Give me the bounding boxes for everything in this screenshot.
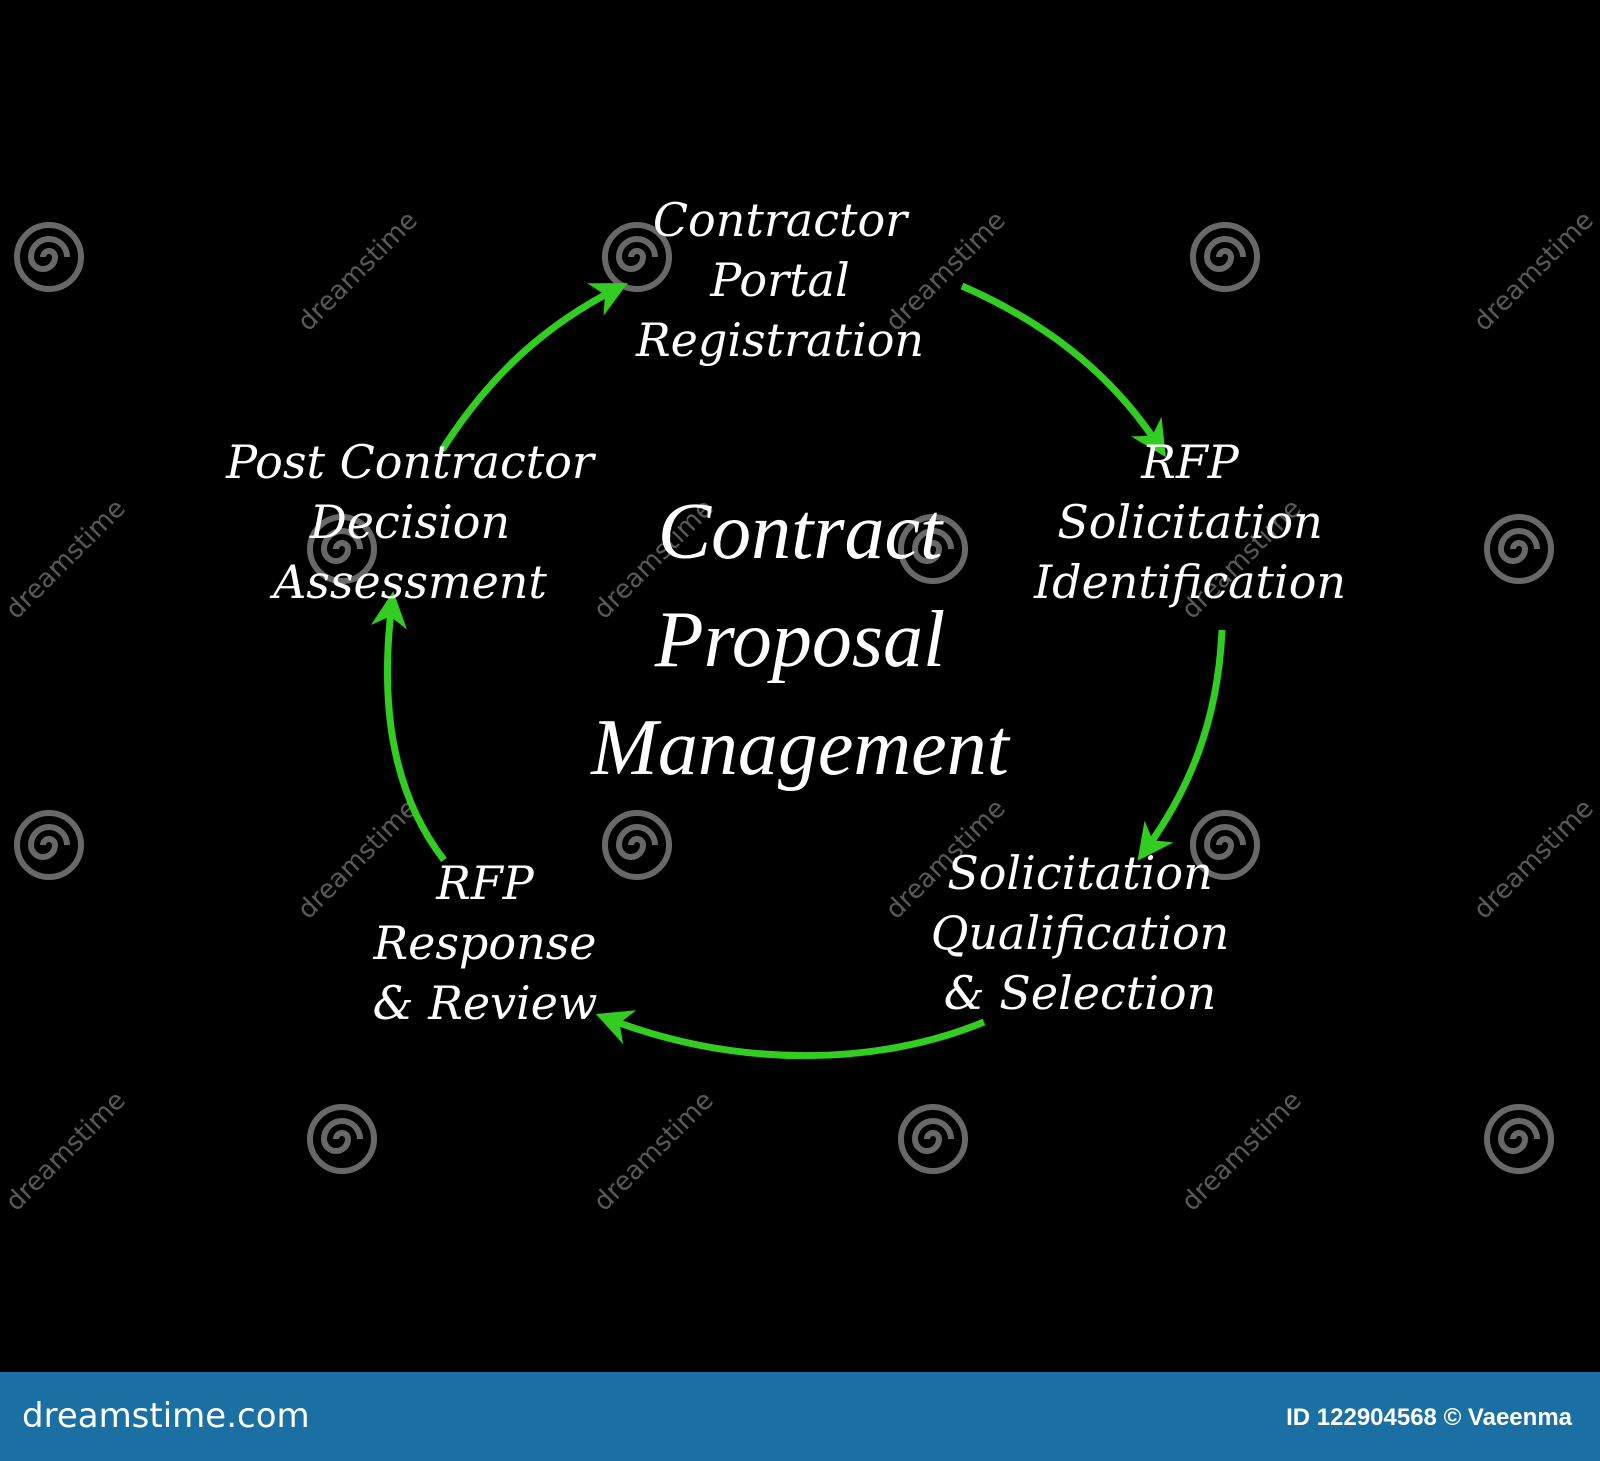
watermark-spiral-icon [1484, 514, 1554, 584]
node-rfp-solicitation-identification: RFP Solicitation Identification [990, 432, 1390, 612]
center-title-line-1: Contract [657, 488, 943, 576]
arrow-5-to-1 [439, 283, 628, 452]
watermark-spiral-icon [14, 810, 84, 880]
node-1-line-2: Portal [710, 253, 850, 307]
watermark-spiral-icon [898, 514, 968, 584]
footer-bar: dreamstime.com ID 122904568 © Vaeenma [0, 1372, 1600, 1461]
cycle-arrows [370, 282, 1226, 1060]
watermark-spiral-icon [602, 810, 672, 880]
node-post-contractor-decision-assessment: Post Contractor Decision Assessment [185, 432, 635, 612]
footer-brand: dreamstime.com [22, 1396, 310, 1436]
watermark-spiral-icon [1190, 810, 1260, 880]
node-2-line-1: RFP [1141, 435, 1239, 489]
watermark-spiral-icon [307, 514, 377, 584]
node-solicitation-qualification-selection: Solicitation Qualification & Selection [880, 843, 1280, 1023]
node-2-line-2: Solicitation [1057, 495, 1323, 549]
node-4-line-2: Response [373, 916, 597, 970]
node-5-line-3: Assessment [273, 555, 547, 609]
center-title-line-3: Management [591, 704, 1009, 792]
arrow-3-to-4 [595, 1010, 986, 1060]
center-title: Contract Proposal Management [520, 478, 1080, 802]
watermark-spiral-icon [307, 1104, 377, 1174]
watermark-spiral-icon [602, 222, 672, 292]
arrow-4-to-5 [370, 591, 447, 863]
node-4-line-1: RFP [436, 856, 534, 910]
watermark-spiral-icon [898, 1104, 968, 1174]
watermark-spiral-icon [14, 222, 84, 292]
node-5-line-2: Decision [309, 495, 511, 549]
node-contractor-portal-registration: Contractor Portal Registration [560, 190, 1000, 370]
footer-image-id: ID 122904568 © Vaeenma [1286, 1404, 1572, 1431]
node-1-line-3: Registration [635, 313, 925, 367]
arrow-2-to-3 [1137, 629, 1226, 861]
node-3-line-2: Qualification [930, 906, 1230, 960]
watermark-spiral-icon [1190, 222, 1260, 292]
node-3-line-1: Solicitation [947, 846, 1213, 900]
node-1-line-1: Contractor [652, 193, 908, 247]
node-2-line-3: Identification [1033, 555, 1347, 609]
node-rfp-response-review: RFP Response & Review [320, 853, 650, 1033]
center-title-line-2: Proposal [654, 596, 946, 684]
watermark-spiral-icon [1484, 1104, 1554, 1174]
node-3-line-3: & Selection [943, 966, 1217, 1020]
node-4-line-3: & Review [372, 976, 598, 1030]
node-5-line-1: Post Contractor [226, 435, 594, 489]
arrow-1-to-2 [960, 282, 1166, 458]
